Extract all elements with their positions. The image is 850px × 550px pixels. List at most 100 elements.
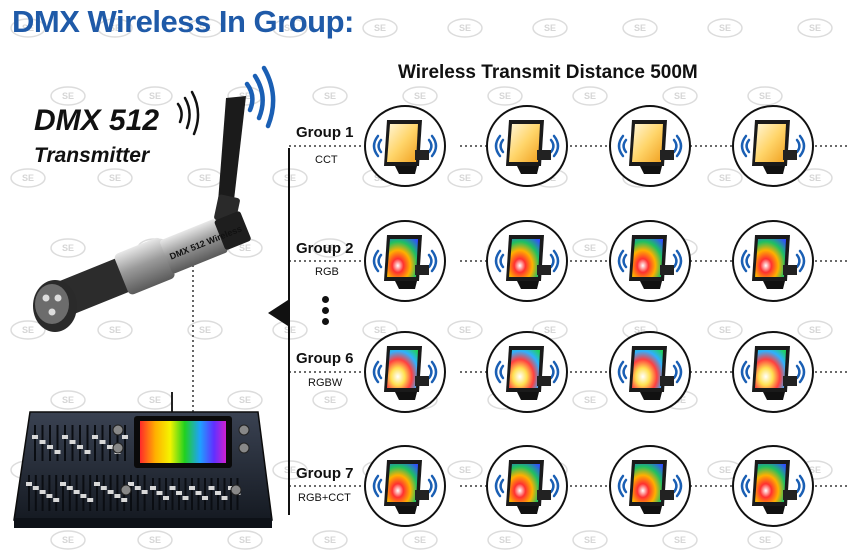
svg-text:SE: SE: [544, 325, 556, 335]
group-type: RGB: [315, 266, 339, 278]
watermark-logo: SE: [747, 530, 783, 550]
watermark-logo: SE: [187, 320, 223, 340]
svg-text:SE: SE: [809, 23, 821, 33]
transmitter-name: DMX 512: [34, 104, 160, 137]
group-type: RGBW: [308, 377, 343, 389]
svg-text:SE: SE: [199, 173, 211, 183]
svg-text:SE: SE: [809, 465, 821, 475]
watermark-logo: SE: [797, 18, 833, 38]
svg-text:SE: SE: [414, 91, 426, 101]
svg-text:SE: SE: [414, 535, 426, 545]
watermark-logo: SE: [362, 18, 398, 38]
svg-text:SE: SE: [109, 23, 121, 33]
svg-text:SE: SE: [109, 325, 121, 335]
floodlight-icon: [364, 105, 446, 187]
watermark-logo: SE: [447, 460, 483, 480]
floodlight-icon: [364, 220, 446, 302]
watermark-logo: SE: [97, 18, 133, 38]
svg-text:SE: SE: [584, 243, 596, 253]
watermark-logo: SE: [707, 18, 743, 38]
floodlight-icon: [732, 105, 814, 187]
watermark-logo: SE: [447, 320, 483, 340]
svg-text:SE: SE: [324, 395, 336, 405]
floodlight-icon: [364, 331, 446, 413]
watermark-logo: SE: [97, 320, 133, 340]
svg-text:SE: SE: [284, 23, 296, 33]
distance-title: Wireless Transmit Distance 500M: [398, 62, 698, 83]
group-label: Group 7: [296, 465, 354, 482]
watermark-logo: SE: [662, 86, 698, 106]
watermark-logo: SE: [402, 530, 438, 550]
svg-text:SE: SE: [324, 91, 336, 101]
watermark-logo: SE: [137, 86, 173, 106]
watermark-logo: SE: [227, 390, 263, 410]
svg-text:SE: SE: [584, 395, 596, 405]
watermark-logo: SE: [662, 530, 698, 550]
svg-text:SE: SE: [62, 243, 74, 253]
dmx-console: [13, 392, 273, 528]
floodlight-icon: [609, 445, 691, 527]
watermark-logo: SE: [312, 530, 348, 550]
svg-text:SE: SE: [459, 465, 471, 475]
watermark-logo: SE: [272, 18, 308, 38]
watermark-logo: SE: [532, 18, 568, 38]
watermark-logo: SE: [362, 320, 398, 340]
floodlight-icon: [609, 331, 691, 413]
watermark-logo: SE: [572, 238, 608, 258]
svg-text:SE: SE: [719, 325, 731, 335]
svg-text:SE: SE: [109, 173, 121, 183]
watermark-logo: SE: [447, 18, 483, 38]
more-groups-ellipsis: [321, 296, 331, 329]
group-type: CCT: [315, 154, 338, 166]
arrow-left-icon: [268, 300, 288, 326]
wireless-signal-icon: [244, 65, 276, 129]
watermark-logo: SE: [572, 390, 608, 410]
watermark-logo: SE: [10, 320, 46, 340]
floodlight-icon: [732, 220, 814, 302]
svg-text:SE: SE: [809, 173, 821, 183]
floodlight-icon: [486, 220, 568, 302]
svg-text:SE: SE: [809, 325, 821, 335]
svg-text:SE: SE: [634, 325, 646, 335]
watermark-logo: SE: [10, 18, 46, 38]
svg-text:SE: SE: [459, 173, 471, 183]
floodlight-icon: [732, 331, 814, 413]
svg-text:SE: SE: [22, 325, 34, 335]
svg-text:SE: SE: [719, 23, 731, 33]
watermark-logo: SE: [572, 530, 608, 550]
svg-text:SE: SE: [62, 395, 74, 405]
svg-text:SE: SE: [149, 535, 161, 545]
wireless-signal-icon: [176, 90, 200, 136]
svg-text:SE: SE: [634, 23, 646, 33]
watermark-logo: SE: [50, 86, 86, 106]
svg-text:SE: SE: [62, 535, 74, 545]
watermark-logo: SE: [50, 238, 86, 258]
watermark-logo: SE: [402, 86, 438, 106]
xlr-connector-icon: [33, 280, 77, 332]
svg-text:SE: SE: [149, 395, 161, 405]
svg-text:SE: SE: [459, 325, 471, 335]
group-type: RGB+CCT: [298, 492, 351, 504]
watermark-logo: SE: [622, 18, 658, 38]
watermark-logo: SE: [10, 168, 46, 188]
svg-text:SE: SE: [759, 535, 771, 545]
watermark-logo: SE: [312, 86, 348, 106]
svg-text:SE: SE: [544, 23, 556, 33]
svg-text:SE: SE: [239, 91, 251, 101]
svg-text:SE: SE: [719, 173, 731, 183]
svg-text:SE: SE: [22, 23, 34, 33]
floodlight-icon: [609, 220, 691, 302]
svg-text:SE: SE: [199, 23, 211, 33]
floodlight-icon: [609, 105, 691, 187]
svg-text:SE: SE: [719, 465, 731, 475]
page-title: DMX Wireless In Group:: [12, 4, 354, 39]
watermark-logo: SE: [50, 530, 86, 550]
antenna-icon: [214, 96, 246, 224]
watermark-logo: SE: [227, 530, 263, 550]
watermark-logo: SE: [707, 320, 743, 340]
watermark-logo: SE: [707, 168, 743, 188]
svg-text:SE: SE: [459, 23, 471, 33]
watermark-logo: SE: [137, 530, 173, 550]
watermark-logo: SE: [447, 168, 483, 188]
